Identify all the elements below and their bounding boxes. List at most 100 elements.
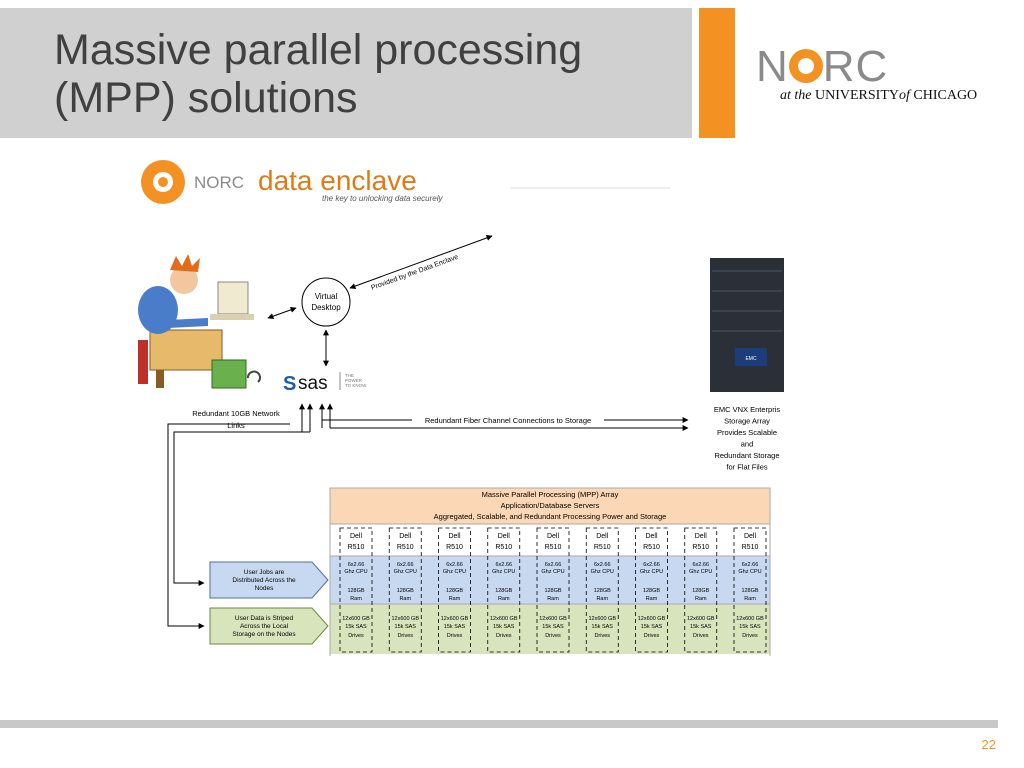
mpp-title-line2: Application/Database Servers (501, 501, 600, 510)
server-node (438, 527, 471, 653)
server-node-text: 15k SAS (641, 624, 663, 630)
server-node-text: 12x600 GB (539, 616, 567, 622)
server-node-text: 15k SAS (542, 624, 564, 630)
server-node-text: Drives (545, 633, 561, 639)
sun-icon (788, 49, 823, 83)
server-node-text: 15k SAS (395, 624, 417, 630)
server-node-text: Ram (695, 596, 707, 602)
server-node-text: Ghz CPU (443, 569, 466, 575)
svg-text:Distributed Across the: Distributed Across the (232, 577, 296, 584)
provided-arrow (349, 235, 493, 289)
server-node-text: 15k SAS (690, 624, 712, 630)
server-node-text: R510 (348, 544, 365, 551)
storage-line: and (741, 440, 754, 449)
server-node-text: 128GB (495, 588, 512, 594)
server-node-text: Dell (399, 533, 412, 540)
enclave-title: data enclave (258, 165, 417, 196)
server-node-text: Dell (744, 533, 757, 540)
server-node-text: 12x600 GB (588, 616, 616, 622)
svg-text:Storage on the Nodes: Storage on the Nodes (232, 631, 296, 638)
server-node-text: R510 (692, 544, 709, 551)
server-node-text: 12x600 GB (490, 616, 518, 622)
server-node-text: 6x2.66 (446, 562, 463, 568)
norc-subtitle: at the UNIVERSITYof CHICAGO (780, 88, 978, 103)
server-node-text: Ram (547, 596, 559, 602)
accent-bar (699, 8, 735, 138)
server-node-text: 128GB (544, 588, 561, 594)
server-node-text: Ghz CPU (344, 569, 367, 575)
server-node-text: Ghz CPU (738, 569, 761, 575)
server-node-text: 128GB (643, 588, 660, 594)
server-node-text: Dell (645, 533, 658, 540)
server-node-text: R510 (545, 544, 562, 551)
server-node (339, 527, 373, 653)
user-workstation-illustration (138, 254, 261, 389)
server-node-text: Dell (596, 533, 609, 540)
server-node (733, 527, 767, 653)
server-node-text: Ram (498, 596, 510, 602)
server-node-text: Ram (646, 596, 658, 602)
server-node-text: 15k SAS (739, 624, 761, 630)
server-node-text: Drives (693, 633, 709, 639)
jobs-connector (173, 431, 290, 586)
header-band (0, 8, 692, 138)
network-label-line2: Links (227, 421, 245, 430)
virtual-desktop-line2: Desktop (311, 303, 341, 312)
server-node-text: 128GB (594, 588, 611, 594)
server-node-text: 12x600 GB (441, 616, 469, 622)
server-node-text: R510 (446, 544, 463, 551)
jobs-callout: User Jobs are Distributed Across the Nod… (209, 561, 329, 599)
server-node-text: Drives (447, 633, 463, 639)
server-node-text: 128GB (741, 588, 758, 594)
server-node-text: Drives (496, 633, 512, 639)
network-label-line1: Redundant 10GB Network (192, 409, 280, 418)
storage-line: Redundant Storage (714, 451, 779, 460)
server-node-text: Ram (350, 596, 362, 602)
svg-text:Nodes: Nodes (255, 585, 275, 592)
server-node-text: 6x2.66 (397, 562, 414, 568)
server-node-text: 128GB (347, 588, 364, 594)
server-node-text: 6x2.66 (643, 562, 660, 568)
emc-badge: EMC (745, 356, 757, 362)
server-node-text: 15k SAS (444, 624, 466, 630)
mpp-title-line3: Aggregated, Scalable, and Redundant Proc… (434, 512, 667, 521)
svg-text:THE: THE (345, 373, 354, 378)
storage-line: EMC VNX Enterpris (714, 405, 781, 414)
server-node (635, 527, 668, 653)
server-node-text: 15k SAS (493, 624, 515, 630)
slide-title: Massive parallel processing (MPP) soluti… (54, 26, 582, 122)
storage-connector (167, 423, 290, 629)
server-node-text: Ram (744, 596, 756, 602)
page-number: 22 (981, 737, 996, 752)
server-node-text: 6x2.66 (495, 562, 512, 568)
sas-wordmark: sas (298, 373, 328, 394)
sas-logo: S sas THE POWER TO KNOW. (283, 372, 367, 395)
virtual-desktop-line1: Virtual (315, 292, 338, 301)
server-node-text: Ghz CPU (591, 569, 614, 575)
title-line-2: (MPP) solutions (54, 74, 358, 122)
enclave-tagline: the key to unlocking data securely (322, 194, 444, 203)
server-node-text: Drives (742, 633, 758, 639)
svg-text:User Jobs are: User Jobs are (244, 569, 285, 576)
server-node-text: 6x2.66 (692, 562, 709, 568)
server-node-text: 12x600 GB (638, 616, 666, 622)
server-node-text: R510 (397, 544, 414, 551)
server-node-text: 12x600 GB (391, 616, 419, 622)
server-node-text: 6x2.66 (348, 562, 365, 568)
svg-text:TO KNOW.: TO KNOW. (345, 383, 367, 388)
server-node-text: 15k SAS (345, 624, 367, 630)
server-node-text: Drives (594, 633, 610, 639)
server-node-text: 128GB (692, 588, 709, 594)
svg-text:POWER: POWER (345, 378, 363, 383)
svg-text:User Data is Striped: User Data is Striped (235, 615, 294, 622)
server-node-text: Drives (348, 633, 364, 639)
server-node-text: Dell (498, 533, 511, 540)
server-node (536, 527, 570, 653)
server-node-text: 6x2.66 (594, 562, 611, 568)
virtual-desktop-node: Virtual Desktop (301, 277, 351, 327)
server-node-text: R510 (643, 544, 660, 551)
emc-storage-tower: EMC (710, 258, 784, 392)
server-node-text: Ram (399, 596, 411, 602)
